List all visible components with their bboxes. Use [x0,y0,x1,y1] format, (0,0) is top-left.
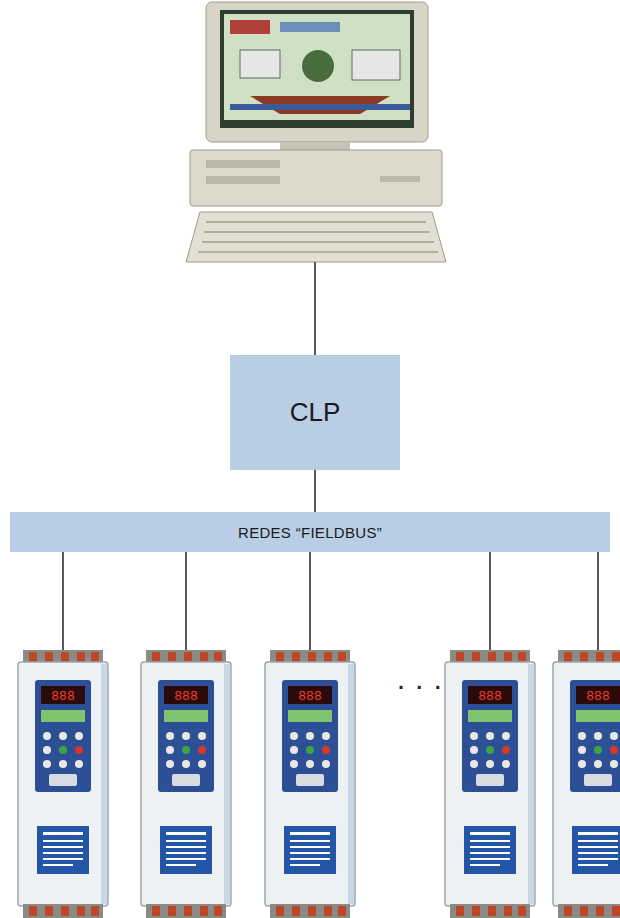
node-text: REDES “FIELDBUS” [238,524,382,541]
drive-icon [18,650,108,918]
ellipsis-label: · · · [396,668,443,702]
drive-icon [445,650,535,918]
drive-icon [265,650,355,918]
drive-icon [553,650,620,918]
computer-icon [186,2,446,262]
plc-box: CLP [230,355,400,470]
wire [314,262,316,355]
fieldbus-band: REDES “FIELDBUS” [10,512,610,552]
connector-line [314,470,316,512]
bus-drops [63,552,598,650]
node-text: CLP [290,397,341,428]
drive-icon [141,650,231,918]
